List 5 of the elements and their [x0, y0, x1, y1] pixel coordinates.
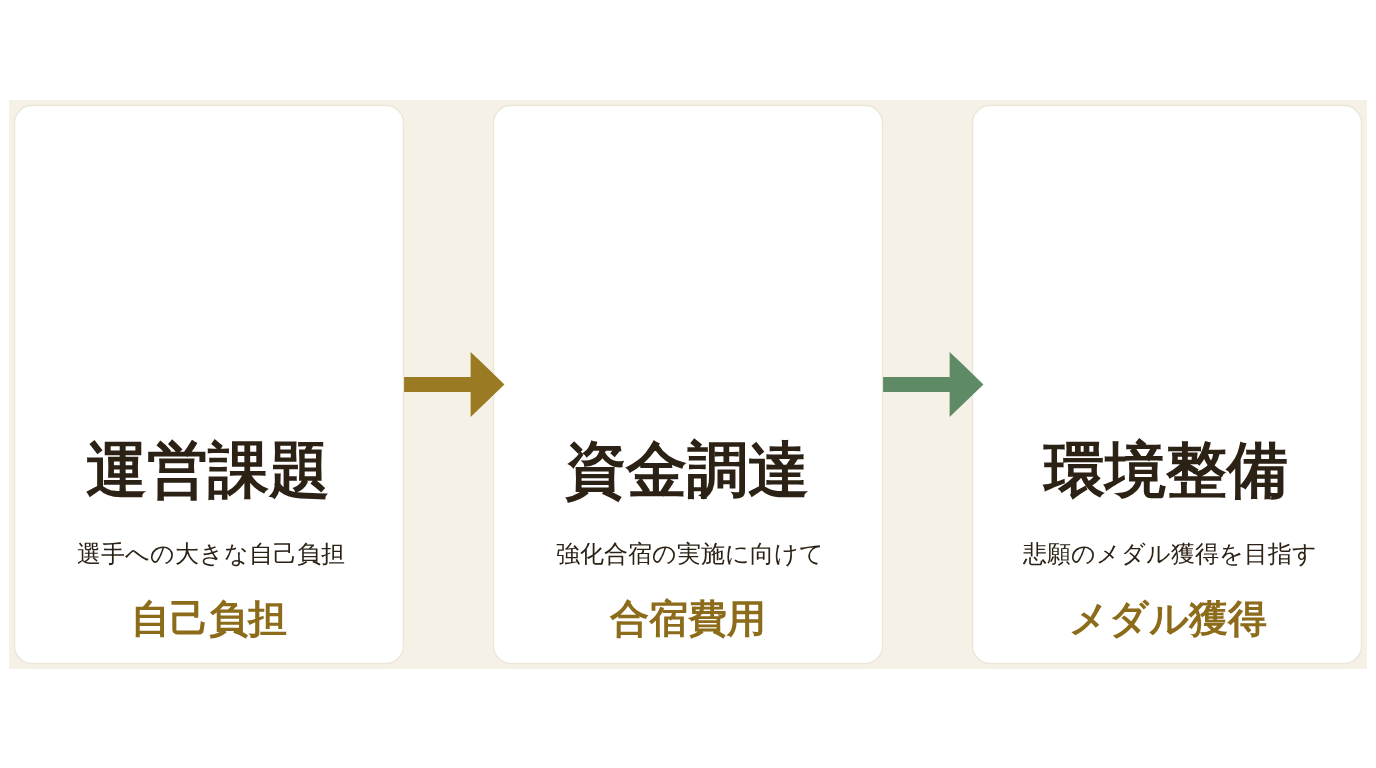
node-box: 運営課題 選手への大きな自己負担 自己負担 [13, 104, 405, 664]
node-box: 環境整備 悲願のメダル獲得を目指す メダル獲得 [971, 104, 1363, 664]
node-box: 資金調達 強化合宿の実施に向けて 合宿費用 [492, 104, 884, 664]
arrow [404, 351, 505, 417]
arrow [883, 351, 984, 417]
